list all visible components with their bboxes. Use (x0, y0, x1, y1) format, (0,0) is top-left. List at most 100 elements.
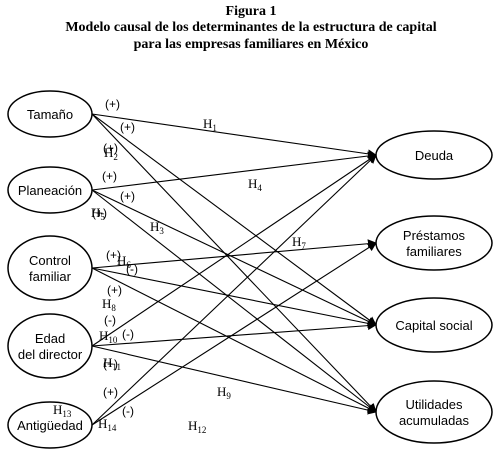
path-arrow-edad-to-capital (91, 321, 377, 347)
node-antiguedad-label-line: Antigüedad (17, 418, 83, 433)
node-antiguedad: Antigüedad (7, 401, 93, 449)
node-tamano-label-line: Tamaño (27, 107, 73, 122)
hypothesis-label-h1: H1 (203, 116, 217, 133)
sign-label: (-) (122, 404, 134, 418)
node-control-label-line: Control (29, 253, 71, 268)
hypothesis-label-h8: H8 (102, 296, 116, 313)
hypothesis-subscript: 14 (107, 423, 117, 433)
node-control-ellipse (7, 235, 93, 301)
node-tamano: Tamaño (7, 90, 93, 138)
node-edad-ellipse (7, 313, 93, 379)
hypothesis-label-h9: H9 (217, 384, 231, 401)
path-arrow-control-to-prestamos (91, 239, 377, 269)
node-deuda: Deuda (375, 130, 493, 180)
hypothesis-subscript: 12 (197, 425, 206, 435)
node-prestamos-ellipse (375, 215, 493, 271)
hypothesis-subscript: 1 (212, 123, 217, 133)
hypothesis-base: H (150, 219, 159, 234)
hypothesis-label-h4: H4 (248, 176, 262, 193)
hypothesis-subscript: 7 (301, 241, 306, 251)
node-planeacion: Planeación (7, 166, 93, 214)
sign-label: (+) (92, 206, 107, 220)
node-deuda-label-line: Deuda (415, 148, 454, 163)
sign-label: (-) (122, 327, 134, 341)
figure-label: Figura 1 (225, 4, 277, 19)
hypothesis-base: H (117, 253, 126, 268)
sign-label: (+) (120, 120, 135, 134)
node-control-label-line: familiar (29, 269, 72, 284)
hypothesis-base: H (103, 355, 112, 370)
sign-label: (+) (105, 97, 120, 111)
hypothesis-label-h3: H3 (150, 219, 164, 236)
path-arrow-tamano-to-utilidades (91, 113, 377, 413)
sign-label: (-) (126, 262, 138, 276)
hypothesis-label-h5: H5 (91, 205, 105, 222)
hypothesis-subscript: 6 (126, 260, 131, 270)
figure-title-line1: Modelo causal de los determinantes de la… (65, 20, 437, 35)
hypothesis-label-h10: H10 (99, 328, 118, 345)
hypothesis-subscript: 5 (100, 212, 105, 222)
hypothesis-base: H (53, 402, 62, 417)
sign-labels: (+)(+)(+)(+)(+)(+)(+)(-)(+)(-)(-)(+)(+)(… (92, 97, 138, 418)
sign-label: (+) (120, 189, 135, 203)
path-arrow-control-to-utilidades (91, 267, 377, 413)
path-arrow-planeacion-to-utilidades (91, 189, 377, 413)
hypothesis-base: H (102, 296, 111, 311)
hypothesis-base: H (99, 328, 108, 343)
path-arrows (91, 113, 377, 426)
hypothesis-base: H (292, 234, 301, 249)
path-arrow-antiguedad-to-prestamos (91, 242, 377, 426)
sign-label: (+) (106, 248, 121, 262)
sign-label: (+) (103, 357, 118, 371)
node-prestamos-label-line: Préstamos (403, 228, 466, 243)
path-arrow-edad-to-deuda (91, 154, 377, 347)
node-planeacion-ellipse (7, 166, 93, 214)
path-arrow-planeacion-to-deuda (91, 151, 377, 191)
hypothesis-subscript: 10 (108, 335, 118, 345)
hypothesis-base: H (104, 145, 113, 160)
node-capital-label-line: Capital social (395, 318, 472, 333)
hypothesis-base: H (248, 176, 257, 191)
hypothesis-base: H (217, 384, 226, 399)
hypothesis-subscript: 11 (112, 362, 121, 372)
node-capital: Capital social (375, 297, 493, 353)
node-edad-label-line: Edad (35, 331, 65, 346)
path-arrow-planeacion-to-capital (91, 189, 377, 326)
hypothesis-base: H (98, 416, 107, 431)
hypothesis-label-h7: H7 (292, 234, 306, 251)
node-planeacion-label-line: Planeación (18, 183, 82, 198)
hypothesis-subscript: 8 (111, 303, 116, 313)
node-utilidades-label-line: acumuladas (399, 413, 470, 428)
hypothesis-subscript: 2 (113, 152, 118, 162)
figure-title-line2: para las empresas familiares en México (133, 37, 369, 52)
sign-label: (+) (103, 385, 118, 399)
hypothesis-label-h6: H6 (117, 253, 131, 270)
hypothesis-base: H (188, 418, 197, 433)
path-arrow-tamano-to-deuda (91, 113, 377, 159)
sign-label: (+) (107, 283, 122, 297)
hypothesis-label-h14: H14 (98, 416, 117, 433)
hypothesis-subscript: 4 (257, 183, 262, 193)
sign-label: (+) (103, 141, 118, 155)
hypothesis-base: H (203, 116, 212, 131)
node-antiguedad-ellipse (7, 401, 93, 449)
node-utilidades-label-line: Utilidades (405, 397, 463, 412)
sign-label: (-) (104, 313, 116, 327)
path-arrow-tamano-to-capital (91, 113, 377, 326)
path-arrow-control-to-capital (91, 267, 377, 328)
node-deuda-ellipse (375, 130, 493, 180)
hypothesis-label-h12: H12 (188, 418, 206, 435)
node-prestamos-label-line: familiares (406, 244, 462, 259)
node-edad-label-line: del director (18, 347, 83, 362)
node-tamano-ellipse (7, 90, 93, 138)
hypothesis-base: H (91, 205, 100, 220)
node-capital-ellipse (375, 297, 493, 353)
node-utilidades-ellipse (375, 380, 493, 444)
